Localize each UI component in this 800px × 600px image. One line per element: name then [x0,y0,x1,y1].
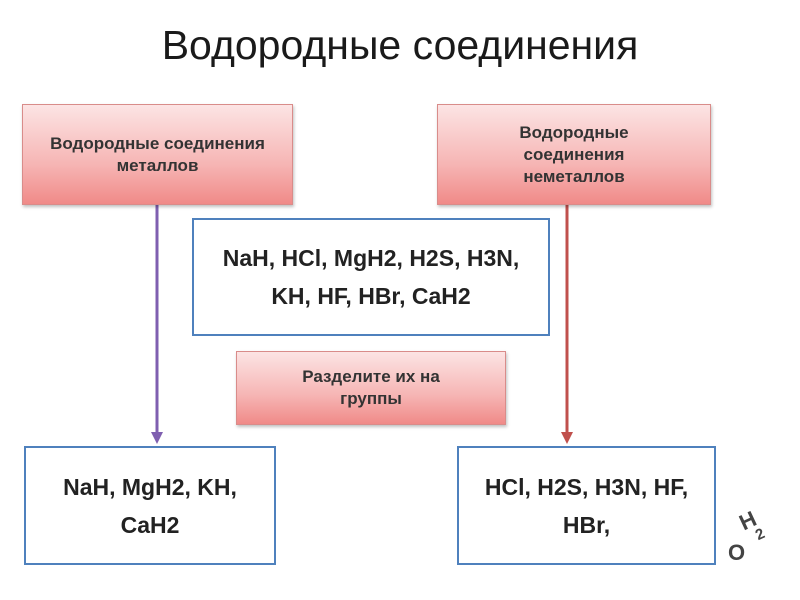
nonmetal-arrow-head [561,432,573,444]
task-text: Разделите их на группы [302,367,440,408]
nonmetals-header-text: Водородные соединения неметаллов [519,122,629,186]
nonmetals-result-box: HCl, H2S, H3N, HF, HBr, [457,446,716,565]
floating-o: O [728,540,746,565]
slide-title: Водородные соединения [161,22,639,68]
nonmetals-result-text: HCl, H2S, H3N, HF, HBr, [484,473,689,538]
metals-header-box: Водородные соединения металлов [22,104,293,205]
nonmetals-header-box: Водородные соединения неметаллов [437,104,711,205]
metals-result-box: NaH, MgH2, KH, CaH2 [24,446,276,565]
metals-result-text: NaH, MgH2, KH, CaH2 [63,473,237,538]
metals-header-text: Водородные соединения металлов [50,133,265,175]
metal-arrow-head [151,432,163,444]
task-box: Разделите их на группы [236,351,506,425]
compounds-list-box: NaH, HCl, MgH2, H2S, H3N, KH, HF, HBr, C… [192,218,550,336]
compounds-list-text: NaH, HCl, MgH2, H2S, H3N, KH, HF, HBr, C… [222,245,520,309]
